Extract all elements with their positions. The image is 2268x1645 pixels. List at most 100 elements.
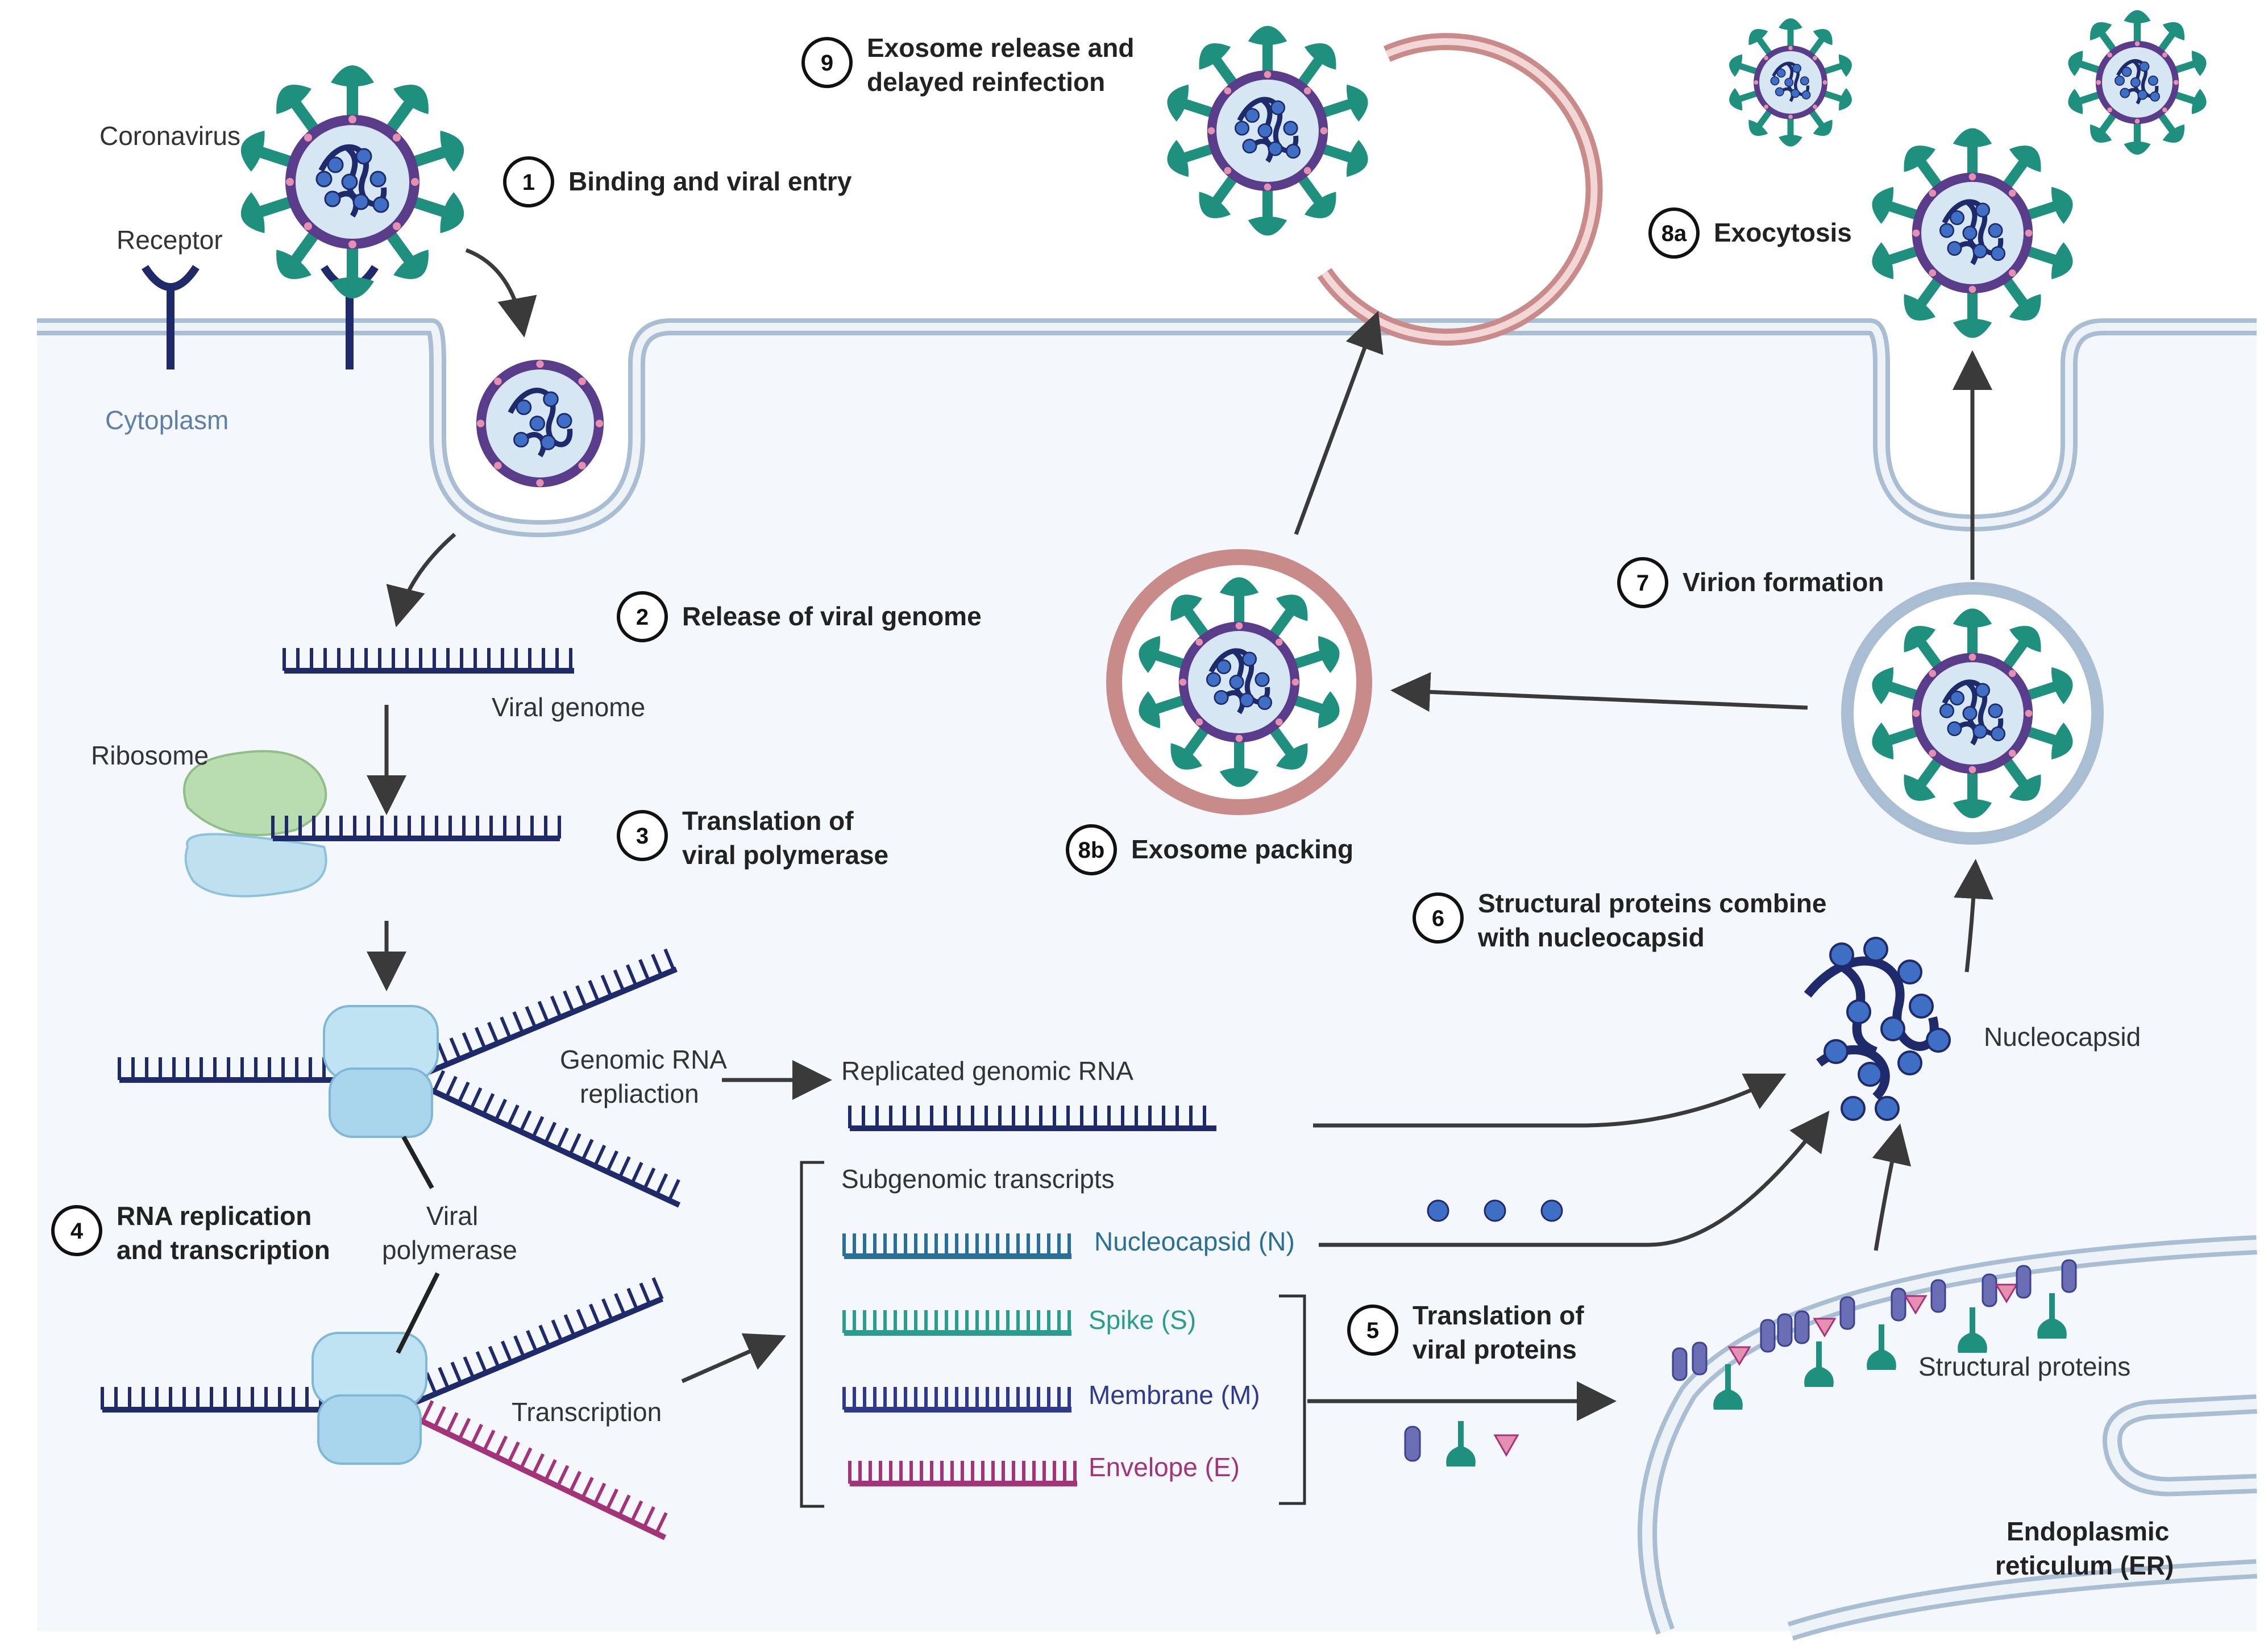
- step-number-circle: [617, 810, 668, 861]
- step-number: 8b: [1078, 838, 1105, 863]
- step-number-circle: [1617, 557, 1668, 608]
- replicated-genomic-rna-label: Replicated genomic RNA: [841, 1056, 1133, 1086]
- membrane-protein-icon: [2016, 1265, 2032, 1299]
- step-title: Exocytosis: [1714, 218, 1852, 247]
- cytoplasm-label: Cytoplasm: [105, 405, 229, 435]
- step-number-circle: [1413, 892, 1464, 944]
- entering-virus-icon: [476, 360, 604, 487]
- envelope-protein-icon: [1813, 1318, 1837, 1337]
- step-title: Translation of: [1413, 1301, 1584, 1330]
- viral-genome-label: Viral genome: [492, 692, 645, 722]
- step-number-circle: [503, 156, 554, 207]
- step-number-circle: [1066, 824, 1117, 875]
- structural-proteins-label: Structural proteins: [1918, 1352, 2130, 1381]
- step-number-circle: [1648, 207, 1700, 259]
- step-number: 9: [821, 51, 833, 76]
- step-8b: 8b Exosome packing: [1066, 824, 1353, 875]
- step-number: 3: [636, 824, 649, 849]
- transcript-strand-s: [842, 1310, 1071, 1336]
- step-title: Structural proteins combine: [1478, 888, 1826, 918]
- membrane-protein-icon: [1760, 1319, 1776, 1353]
- nucleocapsid-label: Nucleocapsid: [1984, 1022, 2141, 1052]
- free-protein-dots: [1427, 1199, 1563, 1222]
- membrane-protein-icon: [1891, 1287, 1906, 1322]
- er-label-2: reticulum (ER): [1995, 1551, 2174, 1580]
- transcript-strand-m: [842, 1387, 1071, 1413]
- step-number: 5: [1366, 1318, 1379, 1343]
- spike-protein-icon: [1804, 1341, 1834, 1387]
- nucleocapsid-icon: [1804, 937, 1951, 1121]
- er-label: Endoplasmic: [2007, 1517, 2169, 1546]
- membrane-protein-icon: [2061, 1259, 2077, 1293]
- endoplasmic-reticulum: [1638, 1235, 2257, 1641]
- viral-protein-icons: [1404, 1421, 1519, 1467]
- step-title-line2: delayed reinfection: [867, 67, 1105, 97]
- step-number-circle: [1347, 1305, 1398, 1356]
- exosome-packing-icon: [1106, 549, 1372, 815]
- membrane-protein-icon: [1930, 1279, 1946, 1313]
- transcription-label: Transcription: [512, 1397, 662, 1427]
- step-number: 4: [70, 1219, 84, 1244]
- step-title: Exosome packing: [1131, 834, 1353, 864]
- membrane-protein-icon: [1839, 1296, 1855, 1330]
- transcript-label-s: Spike (S): [1089, 1305, 1196, 1335]
- process-arrows: [367, 248, 1994, 1421]
- membrane-protein-icon: [1982, 1273, 1997, 1307]
- ribosome-icon: [183, 750, 327, 898]
- step-number: 1: [522, 170, 535, 195]
- step-title: Release of viral genome: [682, 601, 982, 631]
- transcription-output-strand: [396, 1388, 668, 1540]
- receptor-label: Receptor: [117, 225, 223, 255]
- step-3: 3 Translation of viral polymerase: [617, 806, 888, 870]
- step-number: 7: [1636, 571, 1649, 596]
- envelope-protein-icon: [1995, 1283, 2018, 1303]
- genomic-rna-label-2: repliaction: [580, 1079, 699, 1108]
- virion-vesicle-icon: [1841, 582, 2104, 845]
- coronavirus-icon: [235, 65, 470, 298]
- transcript-strand-n: [842, 1233, 1071, 1259]
- step-title: Translation of: [682, 806, 854, 836]
- spike-protein-icon: [2037, 1293, 2067, 1339]
- coronavirus-label: Coronavirus: [99, 121, 240, 151]
- rna-strands: [101, 648, 1216, 1540]
- subgenomic-transcripts-label: Subgenomic transcripts: [841, 1164, 1115, 1194]
- membrane-protein-icon: [1777, 1313, 1793, 1347]
- transcript-strand-e: [848, 1461, 1077, 1486]
- ribosome-label: Ribosome: [91, 741, 209, 770]
- membrane-protein-icon: [1794, 1310, 1810, 1344]
- viral-polymerase-icon: [311, 1332, 427, 1465]
- exocytosed-virus-icon: [2065, 10, 2210, 155]
- step-title-line2: viral polymerase: [682, 840, 888, 870]
- er-structural-proteins: [1672, 1259, 2077, 1410]
- step-title: Binding and viral entry: [568, 167, 852, 196]
- exocytosed-virus-icon: [1726, 18, 1855, 147]
- step-markers: 1 Binding and viral entry 2 Release of vira…: [51, 33, 1884, 1364]
- step-number: 2: [636, 605, 649, 630]
- step-4: 4 RNA replication and transcription: [51, 1201, 330, 1265]
- step-title-line2: with nucleocapsid: [1477, 923, 1705, 952]
- spike-protein-icon: [1713, 1364, 1743, 1410]
- step-number-circle: [617, 591, 668, 642]
- genomic-rna-label: Genomic RNA: [560, 1045, 727, 1074]
- envelope-protein-icon: [1904, 1295, 1928, 1315]
- envelope-protein-icon: [1727, 1346, 1751, 1366]
- step-7: 7 Virion formation: [1617, 557, 1884, 608]
- transcript-label-e: Envelope (E): [1089, 1452, 1240, 1482]
- step-title: RNA replication: [117, 1201, 311, 1231]
- step-number-circle: [801, 37, 853, 88]
- transcript-label-n: Nucleocapsid (N): [1094, 1227, 1295, 1256]
- viral-polymerase-label-2: polymerase: [382, 1235, 517, 1265]
- step-title-line2: and transcription: [117, 1235, 330, 1265]
- membrane-protein-icon: [1692, 1341, 1708, 1376]
- membrane-protein-icon: [1672, 1347, 1688, 1381]
- spike-protein-icon: [1958, 1307, 1987, 1353]
- transcripts-bracket: [800, 1161, 1306, 1508]
- step-title: Virion formation: [1683, 567, 1884, 597]
- transcript-label-m: Membrane (M): [1089, 1380, 1260, 1410]
- viral-polymerase-label: Viral: [426, 1201, 478, 1231]
